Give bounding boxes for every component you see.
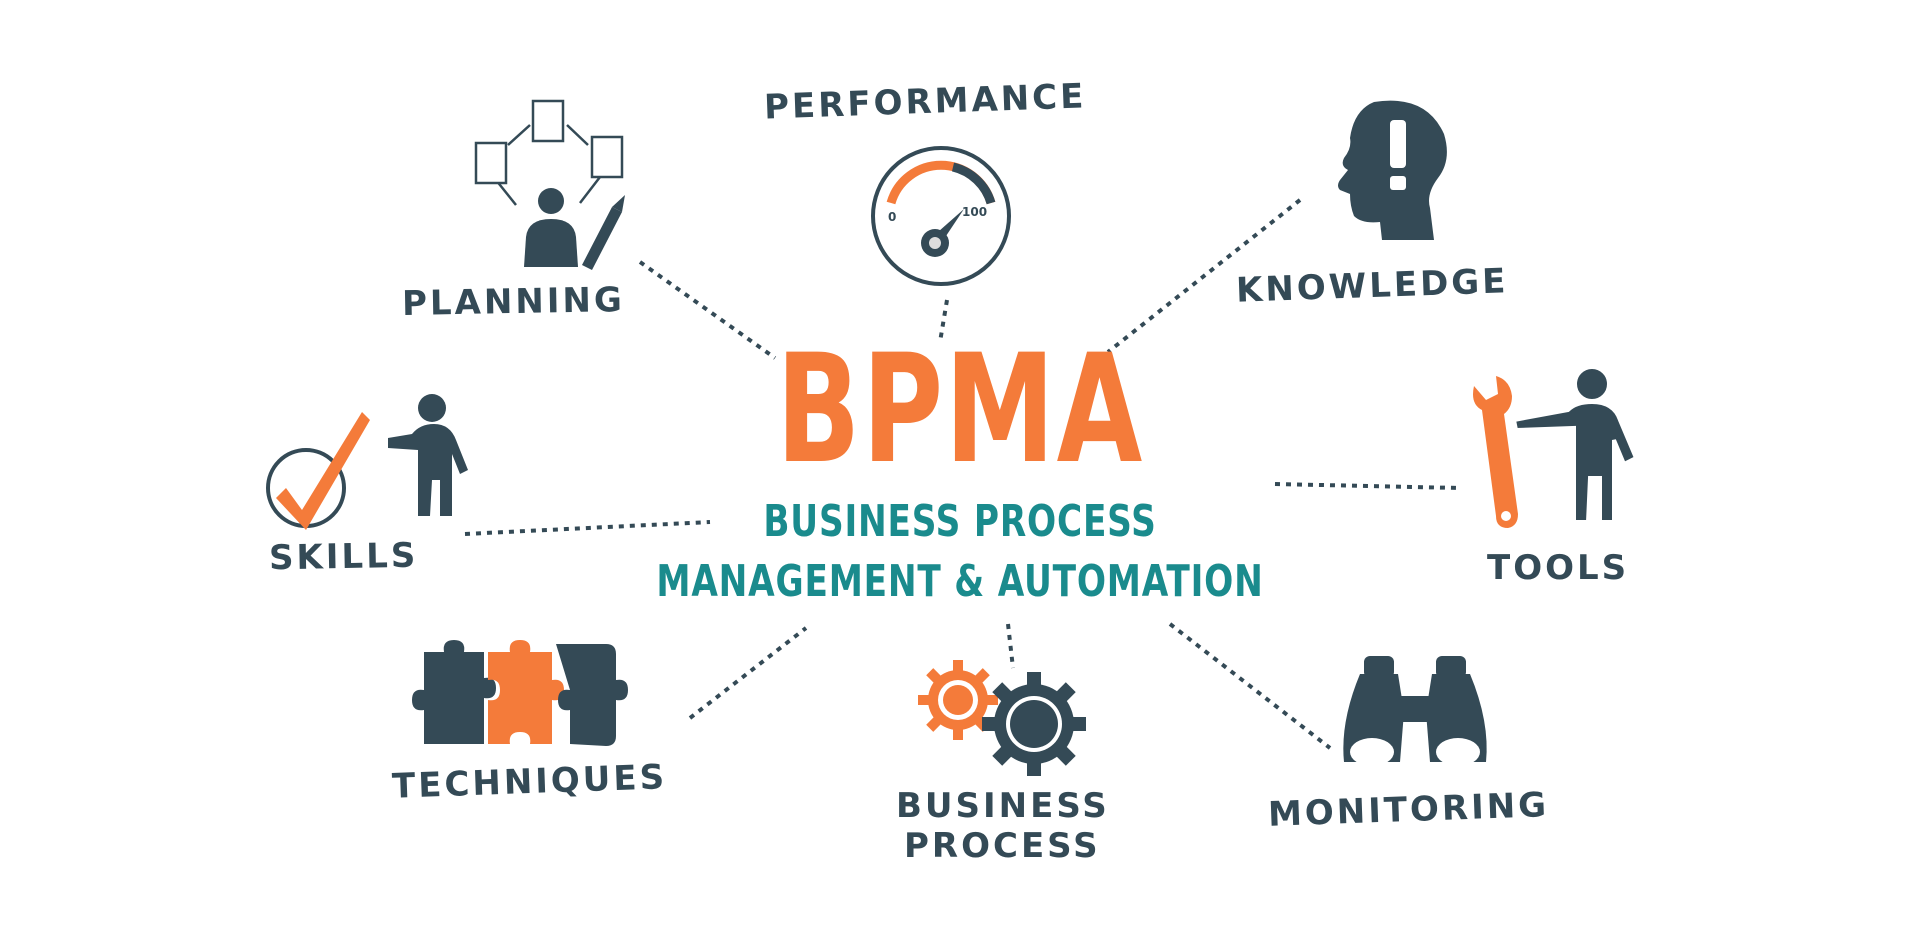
center-subtitle-line1: BUSINESS PROCESS: [763, 496, 1157, 547]
head-exclamation-icon: [1338, 100, 1447, 241]
planning-label: PLANNING: [401, 280, 626, 324]
checkmark-person-icon: [266, 394, 468, 530]
connector-knowledge: [1106, 198, 1302, 354]
planner-icon: [474, 99, 625, 270]
connector-performance: [938, 299, 949, 343]
connector-skills: [464, 520, 711, 536]
binoculars-icon: [1343, 656, 1487, 766]
wrench-person-icon: [1473, 365, 1639, 528]
puzzle-icon: [412, 640, 628, 746]
center-title: BPMA: [776, 323, 1144, 497]
gauge-max-label: 100: [962, 205, 987, 219]
business-process-label-line2: PROCESS: [904, 826, 1101, 866]
center-subtitle-line2: MANAGEMENT & AUTOMATION: [656, 556, 1264, 607]
gears-icon: [918, 660, 1086, 776]
skills-label: SKILLS: [268, 535, 419, 579]
connector-monitoring: [1168, 622, 1332, 750]
gauge-min-label: 0: [888, 210, 896, 224]
tools-label: TOOLS: [1487, 548, 1630, 588]
speedometer-icon: 0 100: [871, 146, 1011, 286]
business-process-label-line1: BUSINESS: [896, 786, 1110, 826]
connector-tools: [1274, 482, 1461, 490]
connector-business-process: [1006, 623, 1015, 669]
connector-techniques: [688, 626, 808, 720]
